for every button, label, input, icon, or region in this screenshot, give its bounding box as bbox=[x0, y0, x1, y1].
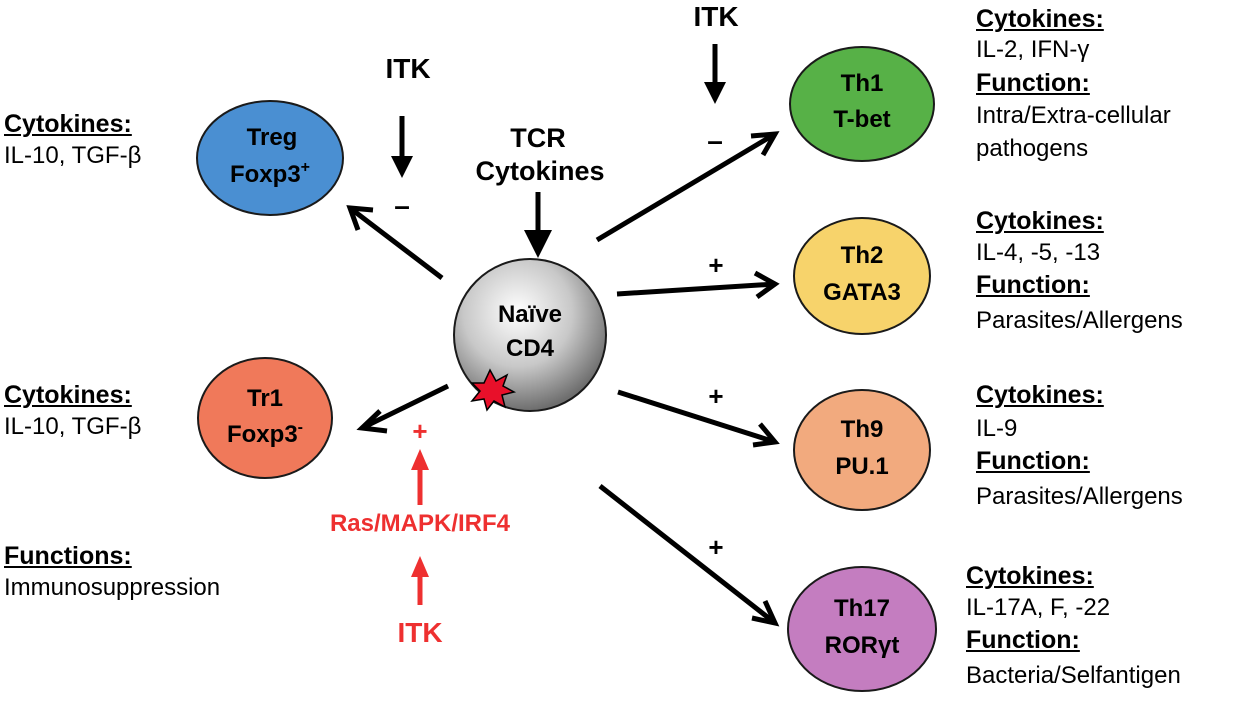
th1-marker: T-bet bbox=[833, 106, 890, 133]
th9-cell bbox=[793, 389, 931, 511]
arrows bbox=[346, 44, 780, 627]
th1-cytokines-heading: Cytokines: bbox=[976, 5, 1104, 33]
th17-marker: RORγt bbox=[825, 632, 900, 659]
th1-label: Th1 bbox=[841, 70, 884, 97]
minus-th1: – bbox=[707, 125, 723, 156]
th9-cytokines-heading: Cytokines: bbox=[976, 381, 1104, 409]
tr1-cytokines-heading: Cytokines: bbox=[4, 381, 132, 409]
arrow-cd4-to-th17 bbox=[598, 484, 780, 627]
th9-label: Th9 bbox=[841, 416, 884, 443]
th17-function-value: Bacteria/Selfantigen bbox=[966, 662, 1181, 689]
itk-th1-label: ITK bbox=[693, 1, 738, 32]
th1-panel: Cytokines: IL-2, IFN-γ Function: Intra/E… bbox=[976, 5, 1171, 163]
th1-function-heading: Function: bbox=[976, 69, 1090, 97]
treg-marker-text: Foxp3 bbox=[230, 161, 301, 188]
arrow-pathway-up bbox=[411, 449, 429, 505]
th17-panel: Cytokines: IL-17A, F, -22 Function: Bact… bbox=[966, 562, 1181, 690]
arrow-itk-treg-down bbox=[391, 116, 413, 178]
th1-function-value-line2: pathogens bbox=[976, 135, 1089, 162]
treg-panel: Cytokines: IL-10, TGF-β bbox=[4, 110, 141, 170]
arrow-itk-red-up bbox=[411, 556, 429, 605]
arrow-cd4-to-th2 bbox=[616, 270, 780, 300]
th2-label: Th2 bbox=[841, 242, 884, 269]
treg-cell bbox=[196, 100, 344, 216]
th17-cytokines-value: IL-17A, F, -22 bbox=[966, 594, 1111, 621]
th2-cytokines-heading: Cytokines: bbox=[976, 207, 1104, 235]
input-cytokines-label: Cytokines bbox=[475, 156, 604, 186]
tr1-marker-text: Foxp3 bbox=[227, 421, 298, 448]
tr1-cell bbox=[197, 357, 333, 479]
th9-cytokines-value: IL-9 bbox=[976, 415, 1018, 442]
th2-function-value: Parasites/Allergens bbox=[976, 307, 1183, 334]
th17-cytokines-heading: Cytokines: bbox=[966, 562, 1094, 590]
tr1-functions-panel: Functions: Immunosuppression bbox=[4, 542, 220, 602]
treg-label: Treg bbox=[247, 124, 298, 151]
treg-marker: Foxp3+ bbox=[230, 159, 310, 188]
tcr-label: TCR bbox=[510, 123, 566, 153]
th9-function-heading: Function: bbox=[976, 447, 1090, 475]
th1-function-value-line1: Intra/Extra-cellular bbox=[976, 102, 1171, 129]
th17-label: Th17 bbox=[834, 595, 890, 622]
th2-function-heading: Function: bbox=[976, 271, 1090, 299]
red-arrows bbox=[411, 449, 429, 605]
th1-cytokines-value: IL-2, IFN-γ bbox=[976, 36, 1090, 63]
minus-treg: – bbox=[394, 190, 410, 221]
treg-cytokines-heading: Cytokines: bbox=[4, 110, 132, 138]
arrow-tcr-to-cd4 bbox=[524, 192, 552, 258]
tr1-label: Tr1 bbox=[247, 385, 283, 412]
th9-panel: Cytokines: IL-9 Function: Parasites/Alle… bbox=[976, 381, 1183, 511]
treg-marker-sup: + bbox=[301, 159, 310, 176]
plus-th17: + bbox=[708, 532, 723, 562]
tr1-marker: Foxp3- bbox=[227, 419, 303, 448]
th2-cytokines-value: IL-4, -5, -13 bbox=[976, 239, 1101, 266]
treg-cytokines-value: IL-10, TGF-β bbox=[4, 142, 142, 169]
tr1-functions-value: Immunosuppression bbox=[4, 574, 221, 601]
plus-tr1: + bbox=[412, 416, 427, 446]
itk-red-label: ITK bbox=[397, 617, 442, 648]
th2-cell bbox=[793, 217, 931, 335]
th2-panel: Cytokines: IL-4, -5, -13 Function: Paras… bbox=[976, 207, 1183, 335]
th9-marker: PU.1 bbox=[835, 453, 888, 480]
arrow-cd4-to-th9 bbox=[617, 389, 780, 448]
activation-burst-icon bbox=[470, 368, 517, 412]
th2-marker: GATA3 bbox=[823, 279, 901, 306]
th9-function-value: Parasites/Allergens bbox=[976, 483, 1183, 510]
itk-treg-label: ITK bbox=[385, 53, 430, 84]
arrow-itk-th1-down bbox=[704, 44, 726, 104]
arrow-cd4-to-tr1 bbox=[356, 383, 450, 434]
pathway-label: Ras/MAPK/IRF4 bbox=[330, 510, 511, 537]
th1-cell bbox=[789, 46, 935, 162]
cd4-label: CD4 bbox=[506, 335, 555, 362]
tr1-marker-sup: - bbox=[298, 419, 303, 436]
arrow-cd4-to-treg bbox=[346, 205, 444, 280]
tr1-functions-heading: Functions: bbox=[4, 542, 132, 570]
tr1-panel: Cytokines: IL-10, TGF-β bbox=[4, 381, 141, 441]
th17-cell bbox=[787, 566, 937, 692]
arrow-cd4-to-th1 bbox=[595, 131, 780, 243]
plus-th2: + bbox=[708, 250, 723, 280]
naive-label: Naïve bbox=[498, 301, 562, 328]
plus-th9: + bbox=[708, 381, 723, 411]
th17-function-heading: Function: bbox=[966, 626, 1080, 654]
tr1-cytokines-value: IL-10, TGF-β bbox=[4, 413, 142, 440]
